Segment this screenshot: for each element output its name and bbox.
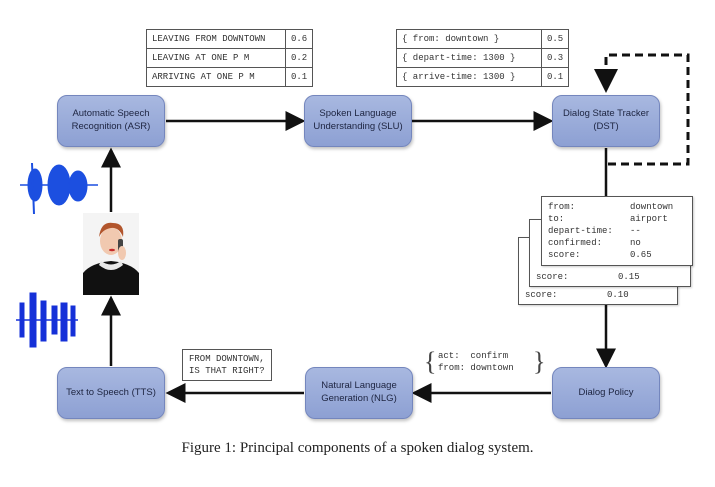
node-label: Dialog Policy xyxy=(578,386,634,398)
node-dialog-policy: Dialog Policy xyxy=(552,367,660,419)
dialog-act-line: from: downtown xyxy=(438,363,514,373)
hypothesis-text: ARRIVING AT ONE P M xyxy=(146,67,286,87)
state-row: from: downtown xyxy=(548,201,686,213)
state-key: score: xyxy=(525,290,558,300)
tts-text-line: FROM DOWNTOWN, xyxy=(189,354,265,364)
hypothesis-text: { from: downtown } xyxy=(396,29,542,49)
node-nlg: Natural Language Generation (NLG) xyxy=(305,367,413,419)
node-label: Natural Language Generation (NLG) xyxy=(321,380,397,404)
node-label: Spoken Language Understanding (SLU) xyxy=(313,108,403,132)
hypothesis-text: LEAVING FROM DOWNTOWN xyxy=(146,29,286,49)
state-key: to: xyxy=(548,214,565,224)
state-row: to: airport xyxy=(548,213,686,225)
hypothesis-text: { arrive-time: 1300 } xyxy=(396,67,542,87)
table-row: { from: downtown }0.5 xyxy=(396,29,570,49)
tts-text-box: FROM DOWNTOWN, IS THAT RIGHT? xyxy=(182,349,272,381)
hypothesis-score: 0.3 xyxy=(540,48,570,68)
state-key: confirmed: xyxy=(548,238,603,248)
hypothesis-score: 0.1 xyxy=(284,67,314,87)
figure-caption: Figure 1: Principal components of a spok… xyxy=(181,440,534,456)
left-brace: { xyxy=(424,347,437,376)
state-value: 0.15 xyxy=(618,272,640,282)
slu-nbest-table: { from: downtown }0.5 { depart-time: 130… xyxy=(396,29,570,87)
state-value: 0.10 xyxy=(607,290,629,300)
state-value: airport xyxy=(630,214,668,224)
node-asr: Automatic Speech Recognition (ASR) xyxy=(57,95,165,147)
dialog-act-line: act: confirm xyxy=(438,351,509,361)
state-key: depart-time: xyxy=(548,226,613,236)
hypothesis-text: LEAVING AT ONE P M xyxy=(146,48,286,68)
table-row: { depart-time: 1300 }0.3 xyxy=(396,48,570,68)
state-key: score: xyxy=(548,250,581,260)
right-brace: } xyxy=(533,347,546,376)
state-row: score: 0.65 xyxy=(548,249,686,261)
state-row: depart-time: -- xyxy=(548,225,686,237)
state-value: 0.65 xyxy=(630,250,652,260)
audio-waveform-output-icon xyxy=(16,292,78,348)
state-value: downtown xyxy=(630,202,674,212)
hypothesis-score: 0.2 xyxy=(284,48,314,68)
hypothesis-text: { depart-time: 1300 } xyxy=(396,48,542,68)
person-on-phone-icon xyxy=(83,222,139,295)
dialog-state-card-top: from:downtown to:airport depart-time:-- … xyxy=(541,196,693,266)
hypothesis-score: 0.6 xyxy=(284,29,314,49)
node-label: Automatic Speech Recognition (ASR) xyxy=(71,108,151,132)
hypothesis-score: 0.1 xyxy=(540,67,570,87)
state-key: score: xyxy=(536,272,569,282)
node-dst: Dialog State Tracker (DST) xyxy=(552,95,660,147)
user-photo xyxy=(83,213,139,295)
state-value: -- xyxy=(630,226,641,236)
state-row: confirmed: no xyxy=(548,237,686,249)
state-score-row: score: 0.10 xyxy=(525,289,629,301)
state-score-row: score: 0.15 xyxy=(536,271,640,283)
state-key: from: xyxy=(548,202,576,212)
dst-feedback-loop xyxy=(594,53,690,166)
state-value: no xyxy=(630,238,641,248)
table-row: { arrive-time: 1300 }0.1 xyxy=(396,67,570,87)
audio-waveform-input-icon xyxy=(20,162,98,215)
dialog-act: act: confirm from: downtown xyxy=(438,350,514,374)
node-tts: Text to Speech (TTS) xyxy=(57,367,165,419)
node-slu: Spoken Language Understanding (SLU) xyxy=(304,95,412,147)
tts-text-line: IS THAT RIGHT? xyxy=(189,366,265,376)
node-label: Text to Speech (TTS) xyxy=(66,386,156,398)
hypothesis-score: 0.5 xyxy=(540,29,570,49)
node-label: Dialog State Tracker (DST) xyxy=(562,108,650,132)
